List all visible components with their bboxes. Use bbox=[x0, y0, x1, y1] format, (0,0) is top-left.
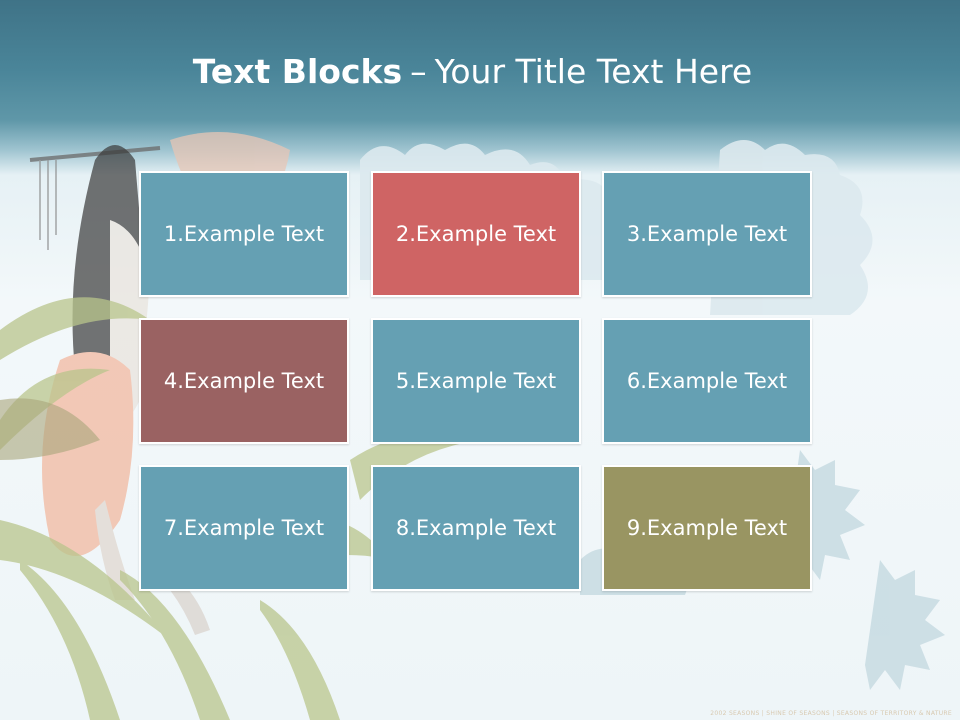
text-block-4[interactable]: 4.Example Text bbox=[139, 318, 349, 444]
text-block-label: 5.Example Text bbox=[395, 369, 557, 393]
title-dash: – bbox=[410, 52, 427, 91]
text-block-9[interactable]: 9.Example Text bbox=[602, 465, 812, 591]
title-rest: Your Title Text Here bbox=[434, 52, 753, 91]
title-bold: Text Blocks bbox=[192, 52, 403, 91]
text-block-2[interactable]: 2.Example Text bbox=[371, 171, 581, 297]
text-block-label: 7.Example Text bbox=[163, 516, 325, 540]
footer-credit: 2002 SEASONS | SHINE OF SEASONS | SEASON… bbox=[710, 710, 952, 717]
text-block-6[interactable]: 6.Example Text bbox=[602, 318, 812, 444]
text-block-5[interactable]: 5.Example Text bbox=[371, 318, 581, 444]
text-block-label: 9.Example Text bbox=[626, 516, 788, 540]
page-title: Text Blocks–Your Title Text Here bbox=[0, 52, 945, 91]
text-block-3[interactable]: 3.Example Text bbox=[602, 171, 812, 297]
text-block-label: 1.Example Text bbox=[163, 222, 325, 246]
text-block-7[interactable]: 7.Example Text bbox=[139, 465, 349, 591]
text-block-label: 2.Example Text bbox=[395, 222, 557, 246]
text-block-label: 6.Example Text bbox=[626, 369, 788, 393]
text-block-8[interactable]: 8.Example Text bbox=[371, 465, 581, 591]
text-block-label: 8.Example Text bbox=[395, 516, 557, 540]
text-block-1[interactable]: 1.Example Text bbox=[139, 171, 349, 297]
text-block-label: 3.Example Text bbox=[626, 222, 788, 246]
text-block-label: 4.Example Text bbox=[163, 369, 325, 393]
